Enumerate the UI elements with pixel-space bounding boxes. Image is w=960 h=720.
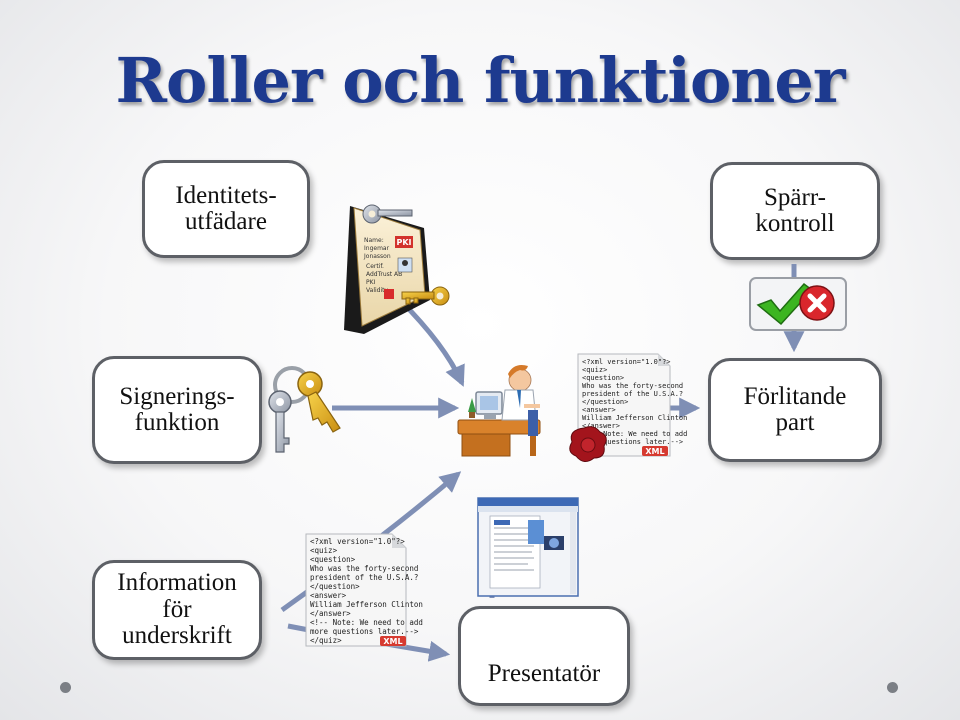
xml-line: <question> (310, 555, 356, 564)
box-signing-function-label: Signerings- funktion (119, 382, 235, 436)
xml-line: </quiz> (310, 636, 342, 645)
certificate-line: Jonasson (363, 253, 391, 260)
xml-line: more questions later.--> (582, 438, 683, 446)
certificate-line: Name: (364, 237, 384, 244)
xml-code-lines-bottom: <?xml version="1.0"?> <quiz> <question> … (310, 537, 423, 645)
check-cross-icon (749, 277, 847, 331)
person-at-desk-icon (457, 365, 541, 457)
box-information-for-signing: Information för underskrift (92, 560, 262, 660)
decorative-dot-right (887, 682, 898, 693)
xml-line: president of the U.S.A.? (582, 390, 683, 398)
xml-line: </answer> (310, 609, 351, 618)
xml-line: <quiz> (582, 366, 607, 374)
box-relying-party: Förlitande part (708, 358, 882, 462)
xml-line: Who was the forty-second (582, 382, 683, 390)
keys-icon (268, 366, 341, 453)
xml-badge: XML (383, 637, 402, 646)
xml-code-lines: <?xml version="1.0"?> <quiz> <question> … (582, 358, 687, 446)
xml-line: <!-- Note: We need to add (310, 618, 423, 627)
certificate-line: Certif. (366, 263, 384, 270)
wax-seal-icon (569, 426, 607, 462)
xml-line: </question> (582, 398, 628, 406)
decorative-dot-left (60, 682, 71, 693)
xml-line: Who was the forty-second (310, 564, 418, 573)
box-presenter: Presentatör (458, 606, 630, 706)
xml-line: president of the U.S.A.? (310, 573, 418, 582)
box-information-for-signing-label: Information för underskrift (117, 569, 237, 650)
certificate-line: PKI (366, 279, 376, 286)
certificate-line: Ingemar (364, 245, 390, 252)
box-revocation-check: Spärr- kontroll (710, 162, 880, 260)
xml-line: <answer> (310, 591, 347, 600)
box-identity-issuer-label: Identitets- utfädare (175, 181, 277, 235)
certificate-line: Validity (366, 287, 388, 294)
xml-line: <?xml version="1.0"?> (310, 537, 405, 546)
xml-document-icon-bottom: <?xml version="1.0"?> <quiz> <question> … (305, 533, 423, 647)
box-signing-function: Signerings- funktion (92, 356, 262, 464)
xml-line: <!-- Note: We need to add (582, 430, 687, 438)
xml-line: William Jefferson Clinton (310, 600, 423, 609)
certificate-badge: PKI (396, 238, 411, 247)
arrow-certificate-to-person (398, 298, 465, 387)
certificate-icon: PKI Name: Ingemar Jonasson Certif. AddTr… (344, 204, 450, 334)
xml-line: </question> (310, 582, 360, 591)
box-identity-issuer: Identitets- utfädare (142, 160, 310, 258)
xml-document-icon: <?xml version="1.0"?> <quiz> <question> … (577, 353, 687, 457)
xml-line: </answer> (582, 422, 620, 430)
xml-badge: XML (645, 447, 664, 456)
xml-line: <question> (582, 374, 624, 382)
document-viewer-icon (477, 497, 579, 597)
xml-line: William Jefferson Clinton (582, 414, 687, 422)
xml-line: <?xml version="1.0"?> (582, 358, 671, 366)
certificate-line: AddTrust AB (366, 271, 402, 278)
xml-line: more questions later.--> (310, 627, 419, 636)
box-relying-party-label: Förlitande part (743, 382, 847, 436)
xml-line: <answer> (582, 406, 616, 414)
box-presenter-label: Presentatör (487, 659, 601, 687)
certificate-text: Name: Ingemar Jonasson Certif. AddTrust … (363, 237, 402, 294)
xml-line: <quiz> (310, 546, 338, 555)
page-title: Roller och funktioner (115, 44, 846, 117)
box-revocation-check-label: Spärr- kontroll (755, 183, 835, 237)
